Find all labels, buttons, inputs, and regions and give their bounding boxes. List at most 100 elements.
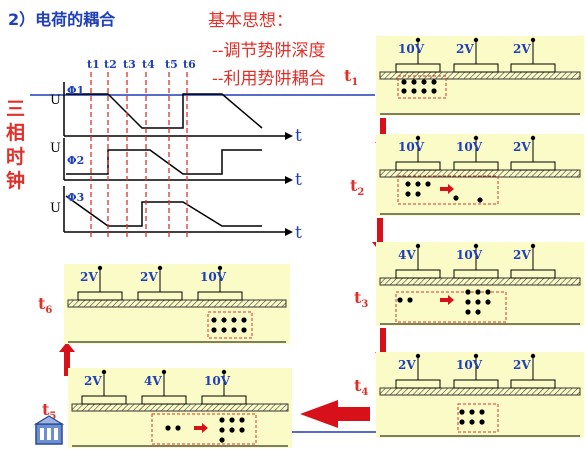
charge-dot [405, 181, 411, 187]
charge-dot [231, 317, 237, 323]
idea-line-coupling: --利用势阱耦合 [212, 69, 326, 89]
gate-terminal [530, 37, 536, 43]
stage-label-t4: t4 [354, 376, 369, 399]
tick-label-t1: t1 [87, 58, 100, 71]
charge-dot [211, 317, 217, 323]
phi2-t-label: t [295, 170, 302, 190]
phi1-u-label: U [50, 93, 61, 108]
gate-terminal [473, 37, 479, 43]
charge-dot [431, 79, 437, 85]
charge-dot [239, 427, 245, 433]
gate-electrode [510, 161, 556, 171]
charge-dot [219, 437, 225, 443]
charge-dot [219, 417, 225, 423]
charge-dot [241, 317, 247, 323]
gate-terminal [221, 369, 227, 375]
phi2-u-label: U [50, 141, 61, 156]
tick-label-t5: t5 [165, 58, 178, 71]
gate-voltage-label: 10V [398, 140, 425, 154]
gate-voltage-label: 10V [456, 358, 483, 372]
gate-terminal [415, 353, 421, 359]
gate-electrode [510, 63, 556, 73]
side-label-char-2: 相 [6, 122, 26, 144]
charge-dot [401, 88, 407, 94]
charge-dot [477, 197, 483, 203]
gate-terminal [530, 353, 536, 359]
phi1-axis-arrow [285, 132, 293, 140]
gate-voltage-label: 10V [456, 248, 483, 262]
oxide-layer [71, 403, 289, 412]
charge-dot [469, 419, 475, 425]
charge-dot [411, 88, 417, 94]
charge-dot [469, 409, 475, 415]
gate-electrode [510, 269, 556, 279]
oxide-layer [67, 299, 287, 308]
gate-electrode [81, 395, 127, 405]
side-label-char-1: 三 [6, 98, 26, 120]
gate-terminal [473, 353, 479, 359]
slide-title: 2）电荷的耦合 [8, 10, 116, 29]
gate-electrode [453, 161, 499, 171]
phi3-axis-arrow [285, 228, 293, 236]
gate-voltage-label: 10V [200, 270, 227, 284]
gate-voltage-label: 2V [398, 358, 416, 372]
gate-terminal [473, 135, 479, 141]
charge-dot [415, 191, 421, 197]
gate-terminal [101, 369, 107, 375]
stage-label-t5: t5 [42, 400, 57, 423]
gate-terminal [161, 369, 167, 375]
side-label-char-3: 时 [6, 146, 26, 168]
oxide-layer [379, 277, 581, 286]
gate-voltage-label: 2V [84, 374, 102, 388]
gate-terminal [97, 265, 103, 271]
charge-dot [459, 419, 465, 425]
gate-electrode [510, 379, 556, 389]
charge-dot [465, 309, 471, 315]
gate-electrode [395, 269, 441, 279]
charge-dot [407, 297, 413, 303]
idea-line-depth: --调节势阱深度 [212, 41, 326, 61]
phi2-axis-arrow [285, 176, 293, 184]
gate-voltage-label: 4V [144, 374, 162, 388]
charge-dot [239, 417, 245, 423]
gate-terminal [157, 265, 163, 271]
charge-dot [229, 427, 235, 433]
gate-electrode [395, 63, 441, 73]
ccd-structure-3: 4V 10V 2V [379, 243, 581, 325]
phi1-waveform [66, 93, 263, 129]
gate-voltage-label: 10V [456, 140, 483, 154]
charge-dot [475, 299, 481, 305]
gate-terminal [415, 37, 421, 43]
potential-well-outline [151, 413, 257, 445]
charge-dot [241, 327, 247, 333]
phi3-waveform [65, 195, 262, 227]
tick-label-t2: t2 [104, 58, 117, 71]
charge-dot [397, 297, 403, 303]
charge-dot [453, 195, 459, 201]
charge-dot [431, 88, 437, 94]
gate-voltage-label: 4V [398, 248, 416, 262]
gate-voltage-label: 2V [513, 248, 531, 262]
charge-dot [219, 427, 225, 433]
arrow-t4-to-t5 [300, 400, 370, 428]
charge-dot [231, 327, 237, 333]
gate-electrode [453, 63, 499, 73]
potential-well-outline [395, 291, 507, 323]
gate-terminal [415, 135, 421, 141]
stage-label-t3: t3 [354, 288, 369, 311]
charge-dot [479, 409, 485, 415]
charge-dot [425, 181, 431, 187]
tick-label-t3: t3 [123, 58, 136, 71]
gate-terminal [217, 265, 223, 271]
charge-dot [165, 425, 171, 431]
gate-voltage-label: 2V [80, 270, 98, 284]
